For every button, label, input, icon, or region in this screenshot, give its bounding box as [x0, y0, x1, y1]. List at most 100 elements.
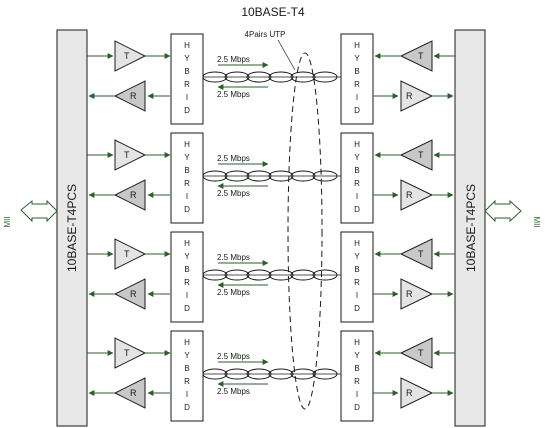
cable-label: 4Pairs UTP: [245, 30, 286, 39]
triangle-transmitter-icon: [399, 40, 433, 72]
receiver-label: R: [130, 388, 137, 398]
hybrid-letter: B: [184, 364, 189, 373]
hybrid-letter: R: [184, 377, 190, 386]
hybrid-letter: H: [184, 140, 190, 149]
receiver-label: R: [406, 91, 413, 101]
hybrid-letter: D: [354, 304, 360, 313]
hybrid-letter: Y: [354, 351, 360, 360]
triangle-receiver-icon: [400, 278, 434, 310]
hybrid-letter: Y: [184, 351, 190, 360]
rate-label-bottom: 2.5 Mbps: [217, 387, 250, 396]
triangle-receiver-icon: [400, 377, 434, 409]
triangle-transmitter-icon: [114, 40, 147, 72]
hybrid-letter: B: [184, 265, 189, 274]
rate-label-top: 2.5 Mbps: [217, 55, 250, 64]
pcs-block-left: 10BASE-T4PCS: [56, 29, 88, 427]
triangle-transmitter-icon: [399, 337, 433, 369]
hybrid-letter: R: [354, 377, 360, 386]
transmitter-label: T: [418, 51, 424, 61]
rate-label-top: 2.5 Mbps: [217, 253, 250, 262]
triangle-receiver-icon: [113, 80, 146, 112]
receiver-label: R: [130, 289, 137, 299]
hybrid-letter: R: [354, 179, 360, 188]
triangle-receiver-icon: [113, 377, 146, 409]
hybrid-letter: H: [184, 239, 190, 248]
mii-connector-icon: [484, 199, 522, 223]
hybrid-letter: D: [354, 403, 360, 412]
rate-label-bottom: 2.5 Mbps: [217, 288, 250, 297]
hybrid-letter: B: [354, 364, 359, 373]
pcs-left-label: 10BASE-T4PCS: [65, 184, 79, 272]
triangle-receiver-icon: [400, 179, 434, 211]
triangle-transmitter-icon: [114, 139, 147, 171]
hybrid-letter: R: [184, 278, 190, 287]
hybrid-letter: B: [354, 166, 359, 175]
transmitter-label: T: [124, 249, 130, 259]
mii-connector-icon: [20, 199, 58, 223]
hybrid-letter: I: [356, 192, 358, 201]
triangle-receiver-icon: [113, 278, 146, 310]
hybrid-letter: B: [184, 166, 189, 175]
hybrid-letter: Y: [184, 252, 190, 261]
hybrid-letter: Y: [184, 54, 190, 63]
hybrid-letter: Y: [354, 252, 360, 261]
receiver-label: R: [406, 190, 413, 200]
hybrid-letter: D: [354, 106, 360, 115]
hybrid-letter: H: [354, 338, 360, 347]
rate-label-top: 2.5 Mbps: [217, 154, 250, 163]
mii-left-label: MII: [3, 216, 12, 227]
twisted-pair-icon: [202, 269, 341, 281]
hybrid-letter: I: [186, 291, 188, 300]
transmitter-label: T: [124, 348, 130, 358]
hybrid-letter: H: [354, 239, 360, 248]
hybrid-letter: R: [354, 278, 360, 287]
hybrid-letter: H: [354, 140, 360, 149]
receiver-label: R: [406, 388, 413, 398]
transmitter-label: T: [418, 348, 424, 358]
hybrid-letter: I: [356, 390, 358, 399]
hybrid-letter: R: [184, 80, 190, 89]
transmitter-label: T: [418, 249, 424, 259]
receiver-label: R: [130, 91, 137, 101]
mii-right-label: MII: [532, 216, 541, 227]
hybrid-letter: D: [184, 205, 190, 214]
hybrid-letter: I: [356, 291, 358, 300]
hybrid-letter: I: [186, 192, 188, 201]
hybrid-letter: B: [354, 67, 359, 76]
rate-label-top: 2.5 Mbps: [217, 352, 250, 361]
receiver-label: R: [406, 289, 413, 299]
hybrid-letter: R: [184, 179, 190, 188]
twisted-pair-icon: [202, 368, 341, 380]
hybrid-letter: B: [184, 67, 189, 76]
triangle-receiver-icon: [113, 179, 146, 211]
triangle-transmitter-icon: [114, 337, 147, 369]
hybrid-letter: I: [356, 93, 358, 102]
hybrid-letter: H: [184, 41, 190, 50]
pcs-block-right: 10BASE-T4PCS: [454, 29, 486, 427]
rate-label-bottom: 2.5 Mbps: [217, 90, 250, 99]
mii-connector-left: MII: [3, 199, 58, 228]
transmitter-label: T: [124, 150, 130, 160]
hybrid-letter: D: [354, 205, 360, 214]
twisted-pair-icon: [202, 170, 341, 182]
hybrid-letter: I: [186, 390, 188, 399]
hybrid-letter: H: [184, 338, 190, 347]
diagram-title: 10BASE-T4: [241, 5, 305, 19]
transmitter-label: T: [418, 150, 424, 160]
triangle-receiver-icon: [400, 80, 434, 112]
hybrid-letter: Y: [354, 54, 360, 63]
hybrid-letter: Y: [184, 153, 190, 162]
triangle-transmitter-icon: [114, 238, 147, 270]
